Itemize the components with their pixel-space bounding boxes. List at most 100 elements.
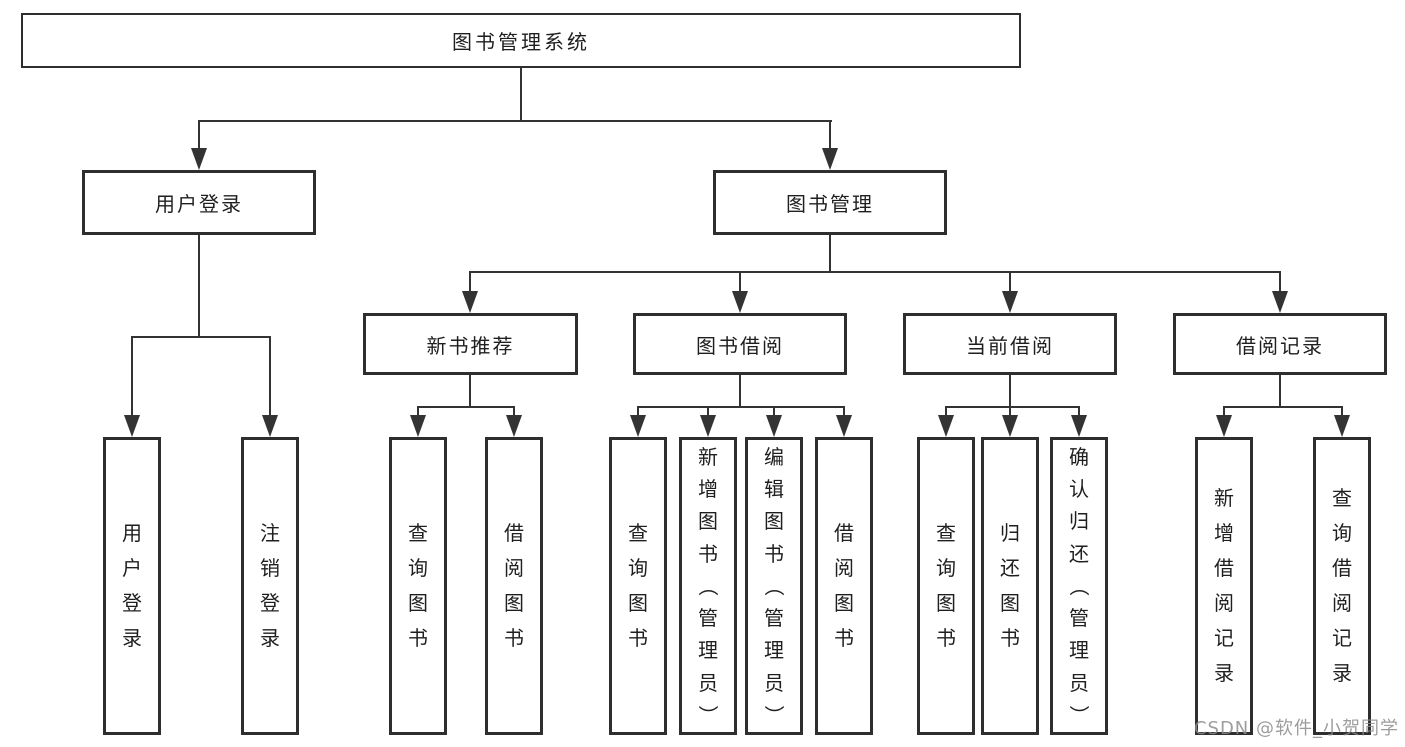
leaf-label-char: 认 xyxy=(1069,477,1089,502)
arrowhead xyxy=(506,415,522,437)
node-label: 新书推荐 xyxy=(426,333,515,358)
leaf-borrow-books-1: 借阅图书 xyxy=(485,437,543,735)
arrowhead xyxy=(1071,415,1087,437)
arrowhead xyxy=(836,415,852,437)
leaf-label-char: 新 xyxy=(698,445,718,470)
leaf-edit-books-admin: 编辑图书（管理员） xyxy=(745,437,803,735)
arrowhead-to-current-borrow xyxy=(1002,291,1018,313)
leaf-label-char: 增 xyxy=(1214,521,1234,545)
arrowhead-to-book-mgmt xyxy=(822,148,838,170)
leaf-user-login: 用户登录 xyxy=(103,437,161,735)
leaf-label-char: 书 xyxy=(936,626,956,650)
node-book-mgmt: 图书管理 xyxy=(713,170,947,235)
node-label: 图书管理 xyxy=(786,192,874,216)
leaf-return-books: 归还图书 xyxy=(981,437,1039,735)
node-label: 当前借阅 xyxy=(966,333,1054,358)
leaf-label-char: 查 xyxy=(936,521,956,545)
leaf-label-char: 图 xyxy=(936,591,956,615)
connector-drop xyxy=(1279,271,1281,293)
connector-root-rail xyxy=(198,120,832,122)
connector-root-stem xyxy=(520,68,522,120)
leaf-query-books-1: 查询图书 xyxy=(389,437,447,735)
leaf-label-char: 借 xyxy=(834,521,854,545)
leaf-label-char: 阅 xyxy=(504,556,524,580)
connector-stem xyxy=(1279,375,1281,406)
leaf-query-books-2: 查询图书 xyxy=(609,437,667,735)
leaf-label-char: 阅 xyxy=(834,556,854,580)
leaf-label-char: 录 xyxy=(1214,661,1234,685)
leaf-label-char: 图 xyxy=(408,591,428,615)
arrowhead xyxy=(1002,415,1018,437)
connector-drop xyxy=(417,406,419,417)
leaf-label-char: 增 xyxy=(698,477,718,502)
leaf-label-char: 员 xyxy=(698,670,718,695)
connector-rail xyxy=(945,406,1080,408)
connector-stem xyxy=(198,235,200,336)
connector-drop xyxy=(1223,406,1225,417)
leaf-label-char: 录 xyxy=(122,626,142,650)
arrowhead xyxy=(630,415,646,437)
node-label: 用户登录 xyxy=(155,192,243,216)
connector-drop xyxy=(1009,406,1011,417)
connector-drop xyxy=(945,406,947,417)
leaf-label-char: 户 xyxy=(122,556,142,580)
leaf-query-borrow-record: 查询借阅记录 xyxy=(1313,437,1371,735)
leaf-label-char: 图 xyxy=(1000,591,1020,615)
arrowhead xyxy=(410,415,426,437)
leaf-label-char: 新 xyxy=(1214,486,1234,510)
leaf-label-char: 管 xyxy=(764,606,784,631)
connector-stem xyxy=(739,375,741,406)
leaf-label-char: 书 xyxy=(408,626,428,650)
leaf-label-char: 管 xyxy=(1069,606,1089,631)
leaf-label-char: 借 xyxy=(1332,556,1352,580)
leaf-label-char: 图 xyxy=(628,591,648,615)
leaf-label-char: 理 xyxy=(764,638,784,663)
leaf-label-char: 书 xyxy=(764,541,784,566)
leaf-label-char: 销 xyxy=(260,556,280,580)
leaf-label-char: （ xyxy=(1067,576,1092,596)
connector-stem xyxy=(469,375,471,406)
arrowhead-to-leaf-logout xyxy=(262,415,278,437)
node-new-books: 新书推荐 xyxy=(363,313,578,375)
leaf-label-char: ） xyxy=(1067,704,1092,725)
leaf-label-char: 图 xyxy=(834,591,854,615)
leaf-label-char: 查 xyxy=(628,521,648,545)
leaf-label-char: 还 xyxy=(1069,541,1089,566)
connector-drop xyxy=(1009,271,1011,293)
node-library-system: 图书管理系统 xyxy=(21,13,1021,68)
node-book-borrow: 图书借阅 xyxy=(633,313,847,375)
node-borrow-records: 借阅记录 xyxy=(1173,313,1387,375)
leaf-label-char: 归 xyxy=(1069,509,1089,534)
connector-drop xyxy=(131,336,133,417)
arrowhead-to-leaf-user-login xyxy=(124,415,140,437)
leaf-label-char: 借 xyxy=(1214,556,1234,580)
arrowhead-to-new-books xyxy=(462,291,478,313)
leaf-label-char: 询 xyxy=(408,556,428,580)
arrowhead xyxy=(700,415,716,437)
leaf-label-char: ） xyxy=(762,704,787,725)
leaf-label-char: 书 xyxy=(1000,626,1020,650)
node-current-borrow: 当前借阅 xyxy=(903,313,1117,375)
connector-drop xyxy=(269,336,271,417)
node-label: 图书管理系统 xyxy=(452,30,590,54)
node-user-login: 用户登录 xyxy=(82,170,316,235)
leaf-label-char: 理 xyxy=(698,638,718,663)
connector-drop xyxy=(843,406,845,417)
leaf-add-books-admin: 新增图书（管理员） xyxy=(679,437,737,735)
connector-drop xyxy=(1078,406,1080,417)
csdn-watermark: CSDN @软件_小贺同学 xyxy=(1193,718,1399,739)
leaf-label-char: 查 xyxy=(408,521,428,545)
leaf-label-char: （ xyxy=(762,576,787,596)
leaf-label-char: ） xyxy=(696,704,721,725)
leaf-borrow-books-2: 借阅图书 xyxy=(815,437,873,735)
leaf-label-char: 查 xyxy=(1332,486,1352,510)
connector-rail xyxy=(131,336,271,338)
leaf-label-char: 理 xyxy=(1069,638,1089,663)
leaf-label-char: （ xyxy=(696,576,721,596)
leaf-label-char: 辑 xyxy=(764,477,784,502)
leaf-label-char: 管 xyxy=(698,606,718,631)
connector-drop xyxy=(198,120,200,150)
leaf-logout: 注销登录 xyxy=(241,437,299,735)
leaf-label-char: 阅 xyxy=(1332,591,1352,615)
arrowhead-to-borrow-records xyxy=(1272,291,1288,313)
